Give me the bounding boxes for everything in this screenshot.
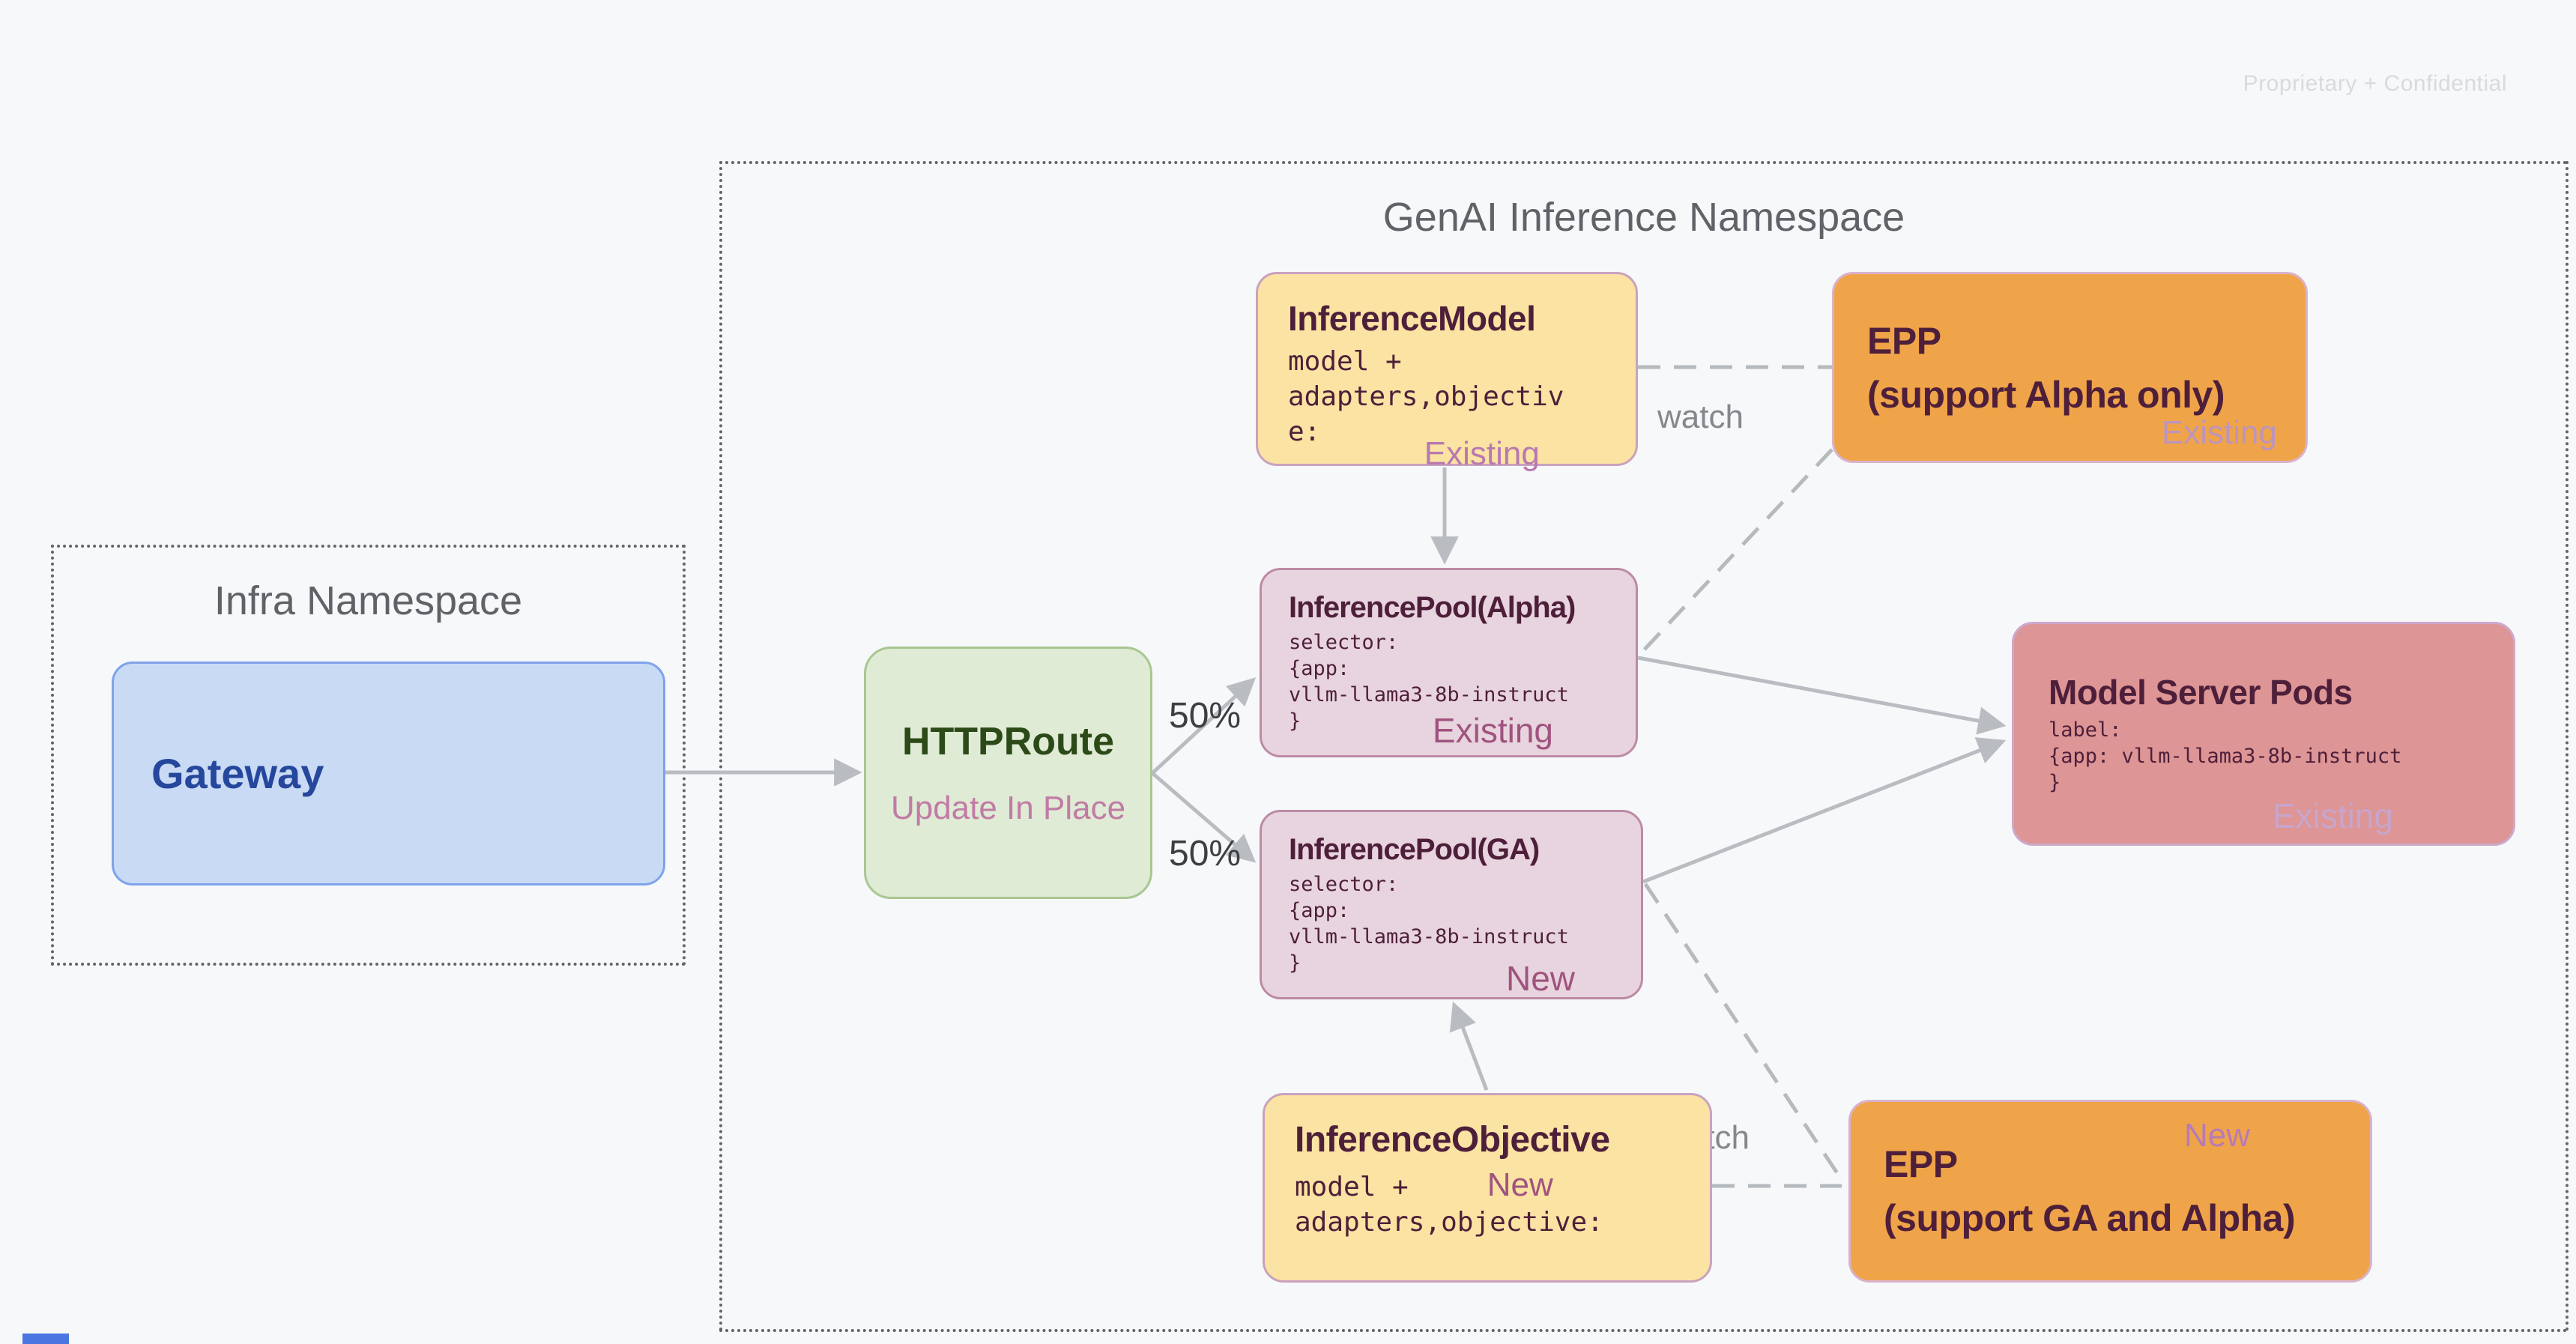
inference-model-code: model + adapters,objectiv e: (1288, 346, 1564, 447)
traffic-split-label-top: 50% (1169, 696, 1242, 736)
traffic-split-label-bottom: 50% (1169, 834, 1242, 874)
model-server-pods-status-badge: Existing (2272, 796, 2393, 835)
model-server-pods-code: label: {app: vllm-llama3-8b-instruct } (2049, 718, 2402, 795)
epp-alpha-status-badge: Existing (2161, 414, 2277, 451)
inference-pool-alpha-title: InferencePool(Alpha) (1289, 591, 1576, 624)
inference-model-title: InferenceModel (1288, 299, 1536, 338)
epp-alpha-node: EPP (support Alpha only) Existing (1832, 272, 2308, 463)
epp-alpha-title-line2: (support Alpha only) (1867, 373, 2225, 416)
epp-ga-status-badge: New (2183, 1117, 2250, 1154)
genai-namespace-title: GenAI Inference Namespace (1382, 195, 1905, 240)
inference-pool-ga-title: InferencePool(GA) (1289, 833, 1540, 866)
confidentiality-watermark: Proprietary + Confidential (2243, 71, 2507, 96)
gateway-node: Gateway (112, 662, 665, 886)
slide-edge-blue-bar (22, 1334, 69, 1344)
inference-pool-ga-node: InferencePool(GA) selector: {app: vllm-l… (1260, 810, 1643, 999)
httproute-title: HTTPRoute (901, 719, 1115, 763)
infra-namespace-container: Infra Namespace (51, 545, 686, 966)
inference-pool-ga-code: selector: {app: vllm-llama3-8b-instruct … (1289, 873, 1569, 975)
watch-label-top: watch (1657, 399, 1744, 435)
inference-pool-alpha-status-badge: Existing (1432, 711, 1553, 750)
model-server-pods-title: Model Server Pods (2049, 672, 2353, 712)
httproute-subtitle: Update In Place (890, 789, 1126, 826)
epp-alpha-title-line1: EPP (1867, 319, 1941, 362)
model-server-pods-node: Model Server Pods label: {app: vllm-llam… (2012, 622, 2515, 846)
epp-ga-title-line1: EPP (1884, 1143, 1958, 1185)
inference-objective-status-badge: New (1487, 1166, 1553, 1203)
inference-model-status-badge: Existing (1424, 435, 1540, 472)
inference-objective-title: InferenceObjective (1295, 1120, 1610, 1160)
inference-pool-alpha-node: InferencePool(Alpha) selector: {app: vll… (1260, 568, 1638, 757)
inference-objective-code-line1: model + (1295, 1172, 1409, 1202)
httproute-node: HTTPRoute Update In Place (864, 647, 1152, 899)
infra-namespace-title: Infra Namespace (214, 578, 523, 623)
inference-model-node: InferenceModel model + adapters,objectiv… (1256, 272, 1638, 472)
inference-pool-ga-status-badge: New (1505, 959, 1575, 998)
inference-pool-alpha-code: selector: {app: vllm-llama3-8b-instruct … (1289, 631, 1569, 733)
inference-objective-code-line2: adapters,objective: (1295, 1206, 1603, 1238)
inference-objective-node: InferenceObjective model + New adapters,… (1263, 1093, 1712, 1283)
gateway-title: Gateway (151, 750, 324, 797)
genai-namespace-container: GenAI Inference Namespace (719, 161, 2569, 1332)
epp-ga-title-line2: (support GA and Alpha) (1884, 1197, 2296, 1239)
epp-ga-node: EPP (support GA and Alpha) New (1848, 1100, 2372, 1283)
